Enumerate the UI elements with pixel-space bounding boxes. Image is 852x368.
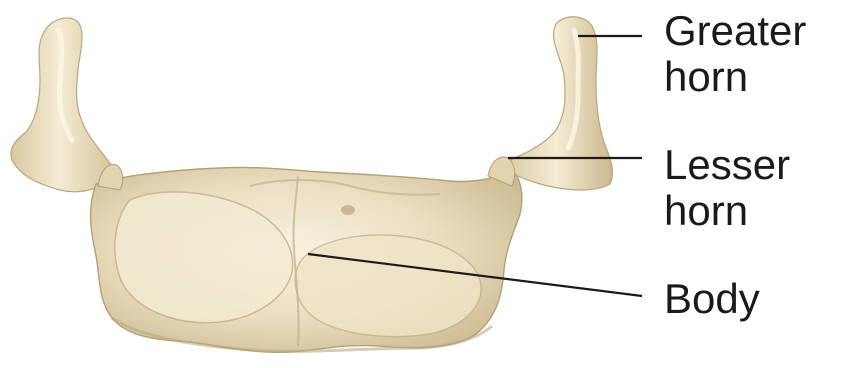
body-foramen-dimple bbox=[341, 205, 355, 215]
left-greater-horn bbox=[11, 18, 118, 192]
label-greater-horn: Greater horn bbox=[664, 8, 806, 100]
right-greater-horn bbox=[500, 17, 612, 190]
label-body: Body bbox=[664, 276, 760, 322]
label-lesser-horn-line2: horn bbox=[664, 188, 790, 234]
label-lesser-horn-line1: Lesser bbox=[664, 142, 790, 188]
label-body-text: Body bbox=[664, 276, 760, 322]
label-greater-horn-line1: Greater bbox=[664, 8, 806, 54]
label-greater-horn-line2: horn bbox=[664, 54, 806, 100]
label-lesser-horn: Lesser horn bbox=[664, 142, 790, 234]
